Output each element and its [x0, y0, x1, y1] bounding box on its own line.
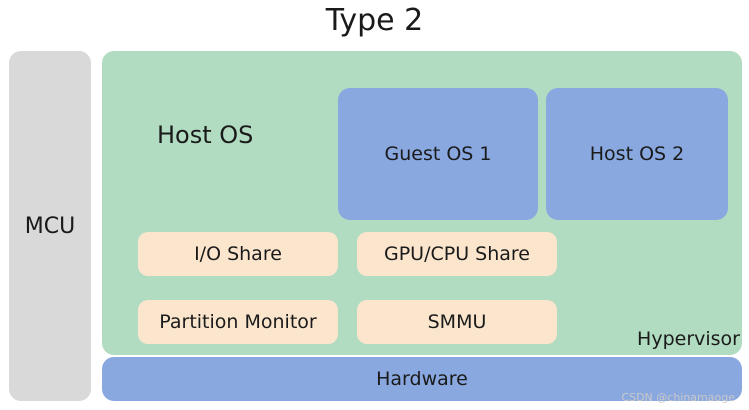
io-share-block: I/O Share — [138, 232, 338, 276]
gpu-cpu-share-block: GPU/CPU Share — [357, 232, 557, 276]
host-os-label: Host OS — [157, 121, 254, 149]
guest-os-1-block: Guest OS 1 — [338, 88, 538, 220]
diagram-title: Type 2 — [325, 2, 424, 38]
hardware-block: Hardware — [102, 357, 742, 401]
watermark: CSDN @chinamaoge — [621, 391, 735, 404]
partition-monitor-block: Partition Monitor — [138, 300, 338, 344]
smmu-block: SMMU — [357, 300, 557, 344]
host-os-2-block: Host OS 2 — [546, 88, 728, 220]
mcu-block: MCU — [9, 51, 91, 401]
hypervisor-label: Hypervisor — [637, 328, 740, 350]
